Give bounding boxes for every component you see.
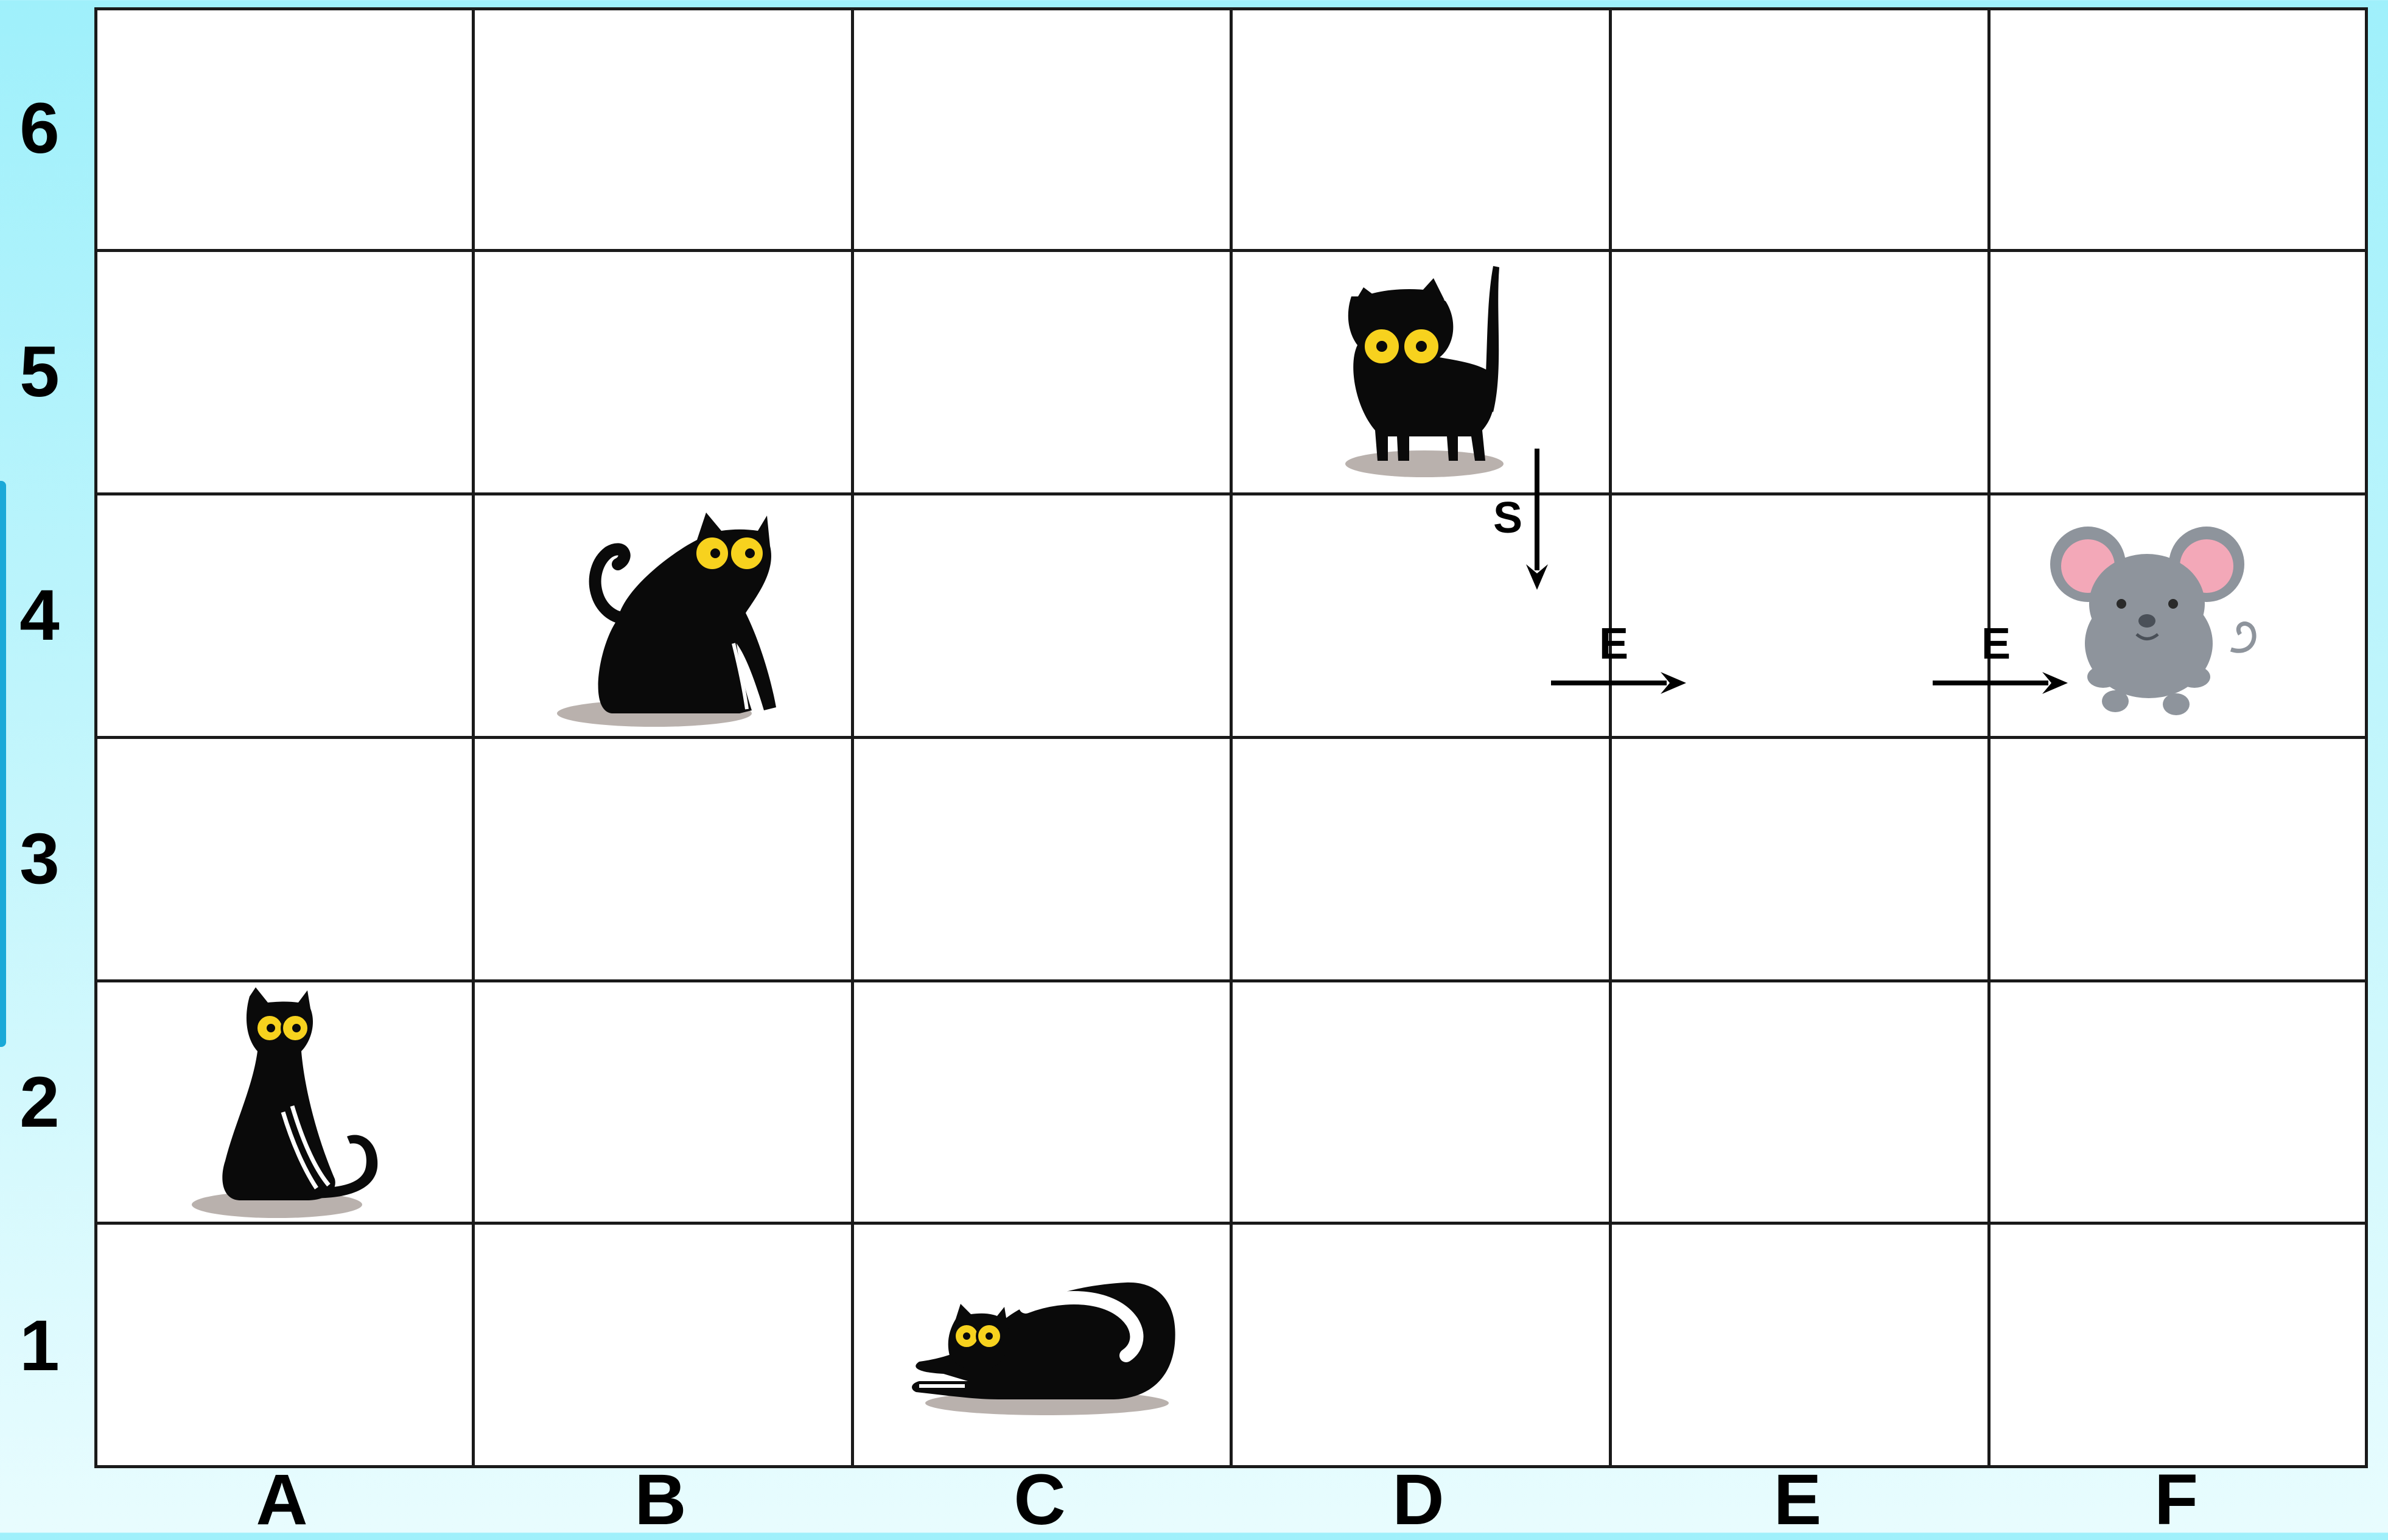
column-label-d: D	[1327, 1464, 1510, 1536]
grid-line	[94, 249, 2368, 252]
row-label-2: 2	[0, 1066, 79, 1138]
cat-icon[interactable]	[907, 1270, 1181, 1419]
move-label-east: E	[1599, 622, 1628, 666]
row-label-5: 5	[0, 336, 79, 408]
row-label-4: 4	[0, 579, 79, 651]
grid-line	[94, 1465, 2368, 1468]
grid-line	[94, 736, 2368, 739]
grid-line	[94, 7, 2368, 10]
arrow-east-icon	[1933, 671, 2070, 695]
column-label-a: A	[191, 1464, 373, 1536]
column-label-e: E	[1706, 1464, 1889, 1536]
column-label-f: F	[2085, 1464, 2267, 1536]
game-board: S E E	[94, 7, 2368, 1468]
row-label-3: 3	[0, 823, 79, 895]
move-label-east: E	[1981, 622, 2011, 666]
cat-icon[interactable]	[186, 984, 387, 1225]
move-label-south: S	[1493, 496, 1522, 540]
cat-icon[interactable]	[551, 497, 782, 732]
side-panel-tab	[0, 481, 6, 1047]
grid-line	[94, 492, 2368, 495]
cat-icon[interactable]	[1330, 254, 1513, 482]
column-label-b: B	[569, 1464, 752, 1536]
grid-line	[94, 979, 2368, 982]
grid-line	[94, 1222, 2368, 1225]
arrow-east-icon	[1551, 671, 1688, 695]
row-label-6: 6	[0, 93, 79, 164]
arrow-south-icon	[1525, 449, 1549, 592]
mouse-icon[interactable]	[2048, 519, 2274, 719]
column-label-c: C	[948, 1464, 1131, 1536]
row-label-1: 1	[0, 1310, 79, 1382]
